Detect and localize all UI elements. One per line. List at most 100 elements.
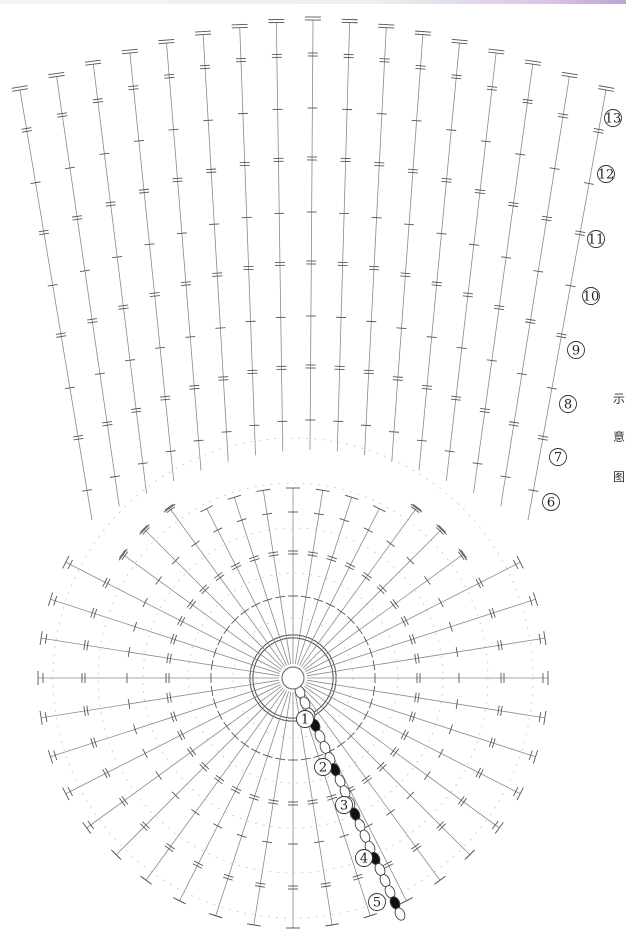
stitch-crossbar bbox=[139, 192, 149, 193]
radial-stitch-column bbox=[286, 692, 300, 928]
stitch-crossbar bbox=[369, 266, 379, 267]
funnel-stitch-column bbox=[501, 72, 578, 506]
stitch-crossbar bbox=[232, 24, 248, 25]
stitch-stem bbox=[50, 599, 279, 673]
stitch-crossbar bbox=[191, 809, 199, 815]
stitch-crossbar bbox=[212, 276, 222, 277]
stitch-crossbar bbox=[487, 86, 497, 87]
radial-stitch-column bbox=[286, 488, 300, 664]
stitch-crossbar bbox=[481, 141, 491, 142]
stitch-crossbar bbox=[400, 898, 412, 904]
stitch-stem bbox=[276, 23, 282, 452]
stitch-crossbar bbox=[93, 99, 103, 100]
stitch-stem bbox=[501, 77, 570, 507]
stitch-crossbar bbox=[412, 120, 422, 121]
stitch-crossbar bbox=[396, 328, 406, 329]
radial-stitch-column bbox=[40, 679, 279, 724]
stitch-crossbar bbox=[63, 788, 69, 800]
stitch-crossbar bbox=[356, 626, 362, 634]
stitch-crossbar bbox=[200, 68, 210, 69]
stitch-crossbar bbox=[224, 626, 230, 634]
stitch-crossbar bbox=[160, 396, 170, 397]
stitch-crossbar bbox=[138, 463, 148, 464]
stitch-crossbar bbox=[434, 876, 445, 884]
stitch-crossbar bbox=[112, 256, 122, 257]
magic-ring bbox=[282, 667, 304, 689]
stitch-crossbar bbox=[356, 722, 362, 730]
stitch-crossbar bbox=[372, 217, 382, 218]
stitch-crossbar bbox=[415, 68, 425, 69]
stitch-crossbar bbox=[105, 202, 115, 203]
stitch-crossbar bbox=[424, 772, 430, 780]
stitch-stem bbox=[307, 680, 545, 718]
stitch-crossbar bbox=[241, 741, 249, 747]
stitch-crossbar bbox=[439, 598, 444, 607]
funnel-stitch-column bbox=[417, 39, 468, 470]
stitch-crossbar bbox=[417, 440, 427, 441]
stitch-stem bbox=[41, 680, 279, 718]
stitch-crossbar bbox=[150, 293, 160, 294]
stitch-crossbar bbox=[562, 72, 578, 75]
round-number-text: 5 bbox=[373, 896, 381, 911]
stitch-crossbar bbox=[68, 560, 73, 569]
round-number-label: 11 bbox=[588, 231, 605, 248]
stitch-crossbar bbox=[364, 636, 369, 645]
stitch-stem bbox=[50, 682, 279, 756]
round-number-label: 7 bbox=[550, 449, 567, 466]
radial-stitch-column bbox=[38, 671, 279, 685]
stitch-crossbar bbox=[513, 787, 518, 796]
stitch-crossbar bbox=[416, 65, 426, 66]
stitch-crossbar bbox=[191, 541, 199, 547]
radial-stitch-column bbox=[307, 671, 548, 685]
funnel-stitch-column bbox=[333, 19, 358, 451]
stitch-crossbar bbox=[364, 373, 374, 374]
stitch-crossbar bbox=[364, 370, 374, 371]
stitch-crossbar bbox=[251, 749, 260, 754]
stitch-crossbar bbox=[48, 750, 52, 763]
stitch-crossbar bbox=[63, 556, 69, 568]
stitch-crossbar bbox=[218, 711, 223, 720]
stitch-crossbar bbox=[361, 425, 371, 426]
stitch-crossbar bbox=[475, 192, 485, 193]
stitch-crossbar bbox=[181, 285, 191, 286]
round-number-text: 9 bbox=[572, 344, 580, 359]
stitch-crossbar bbox=[139, 189, 149, 190]
stitch-crossbar bbox=[224, 722, 230, 730]
round-number-label: 12 bbox=[598, 166, 615, 183]
stitch-crossbar bbox=[155, 347, 165, 348]
stitch-crossbar bbox=[218, 377, 228, 378]
stitch-crossbar bbox=[469, 244, 479, 245]
side-label-char-2: 意 bbox=[612, 430, 626, 444]
stitch-crossbar bbox=[156, 576, 162, 584]
funnel-stitch-column bbox=[473, 60, 541, 493]
stitch-crossbar bbox=[118, 305, 128, 306]
stitch-crossbar bbox=[364, 914, 377, 918]
stitch-crossbar bbox=[445, 451, 455, 452]
stitch-crossbar bbox=[446, 130, 456, 131]
stitch-crossbar bbox=[150, 296, 160, 297]
stitch-crossbar bbox=[513, 560, 518, 569]
stitch-crossbar bbox=[189, 388, 199, 389]
stitch-crossbar bbox=[232, 27, 248, 28]
stitch-crossbar bbox=[487, 89, 497, 90]
funnel-stitch-column bbox=[12, 86, 92, 520]
stitch-crossbar bbox=[93, 102, 103, 103]
round-number-label: 3 bbox=[336, 797, 353, 814]
funnel-stitch-column bbox=[48, 72, 120, 506]
stitch-crossbar bbox=[212, 273, 222, 274]
stitch-stem bbox=[20, 90, 92, 520]
radial-stitch-column bbox=[83, 686, 282, 833]
stitch-crossbar bbox=[173, 181, 183, 182]
round-number-label: 13 bbox=[605, 110, 622, 127]
round-number-label: 2 bbox=[315, 759, 332, 776]
stitch-stem bbox=[216, 691, 289, 915]
stitch-stem bbox=[203, 35, 228, 462]
stitch-crossbar bbox=[451, 396, 461, 397]
stitch-crossbar bbox=[213, 528, 222, 533]
stitch-crossbar bbox=[131, 411, 141, 412]
stitch-crossbar bbox=[251, 603, 260, 608]
stitch-crossbar bbox=[129, 89, 139, 90]
radial-stitch-column bbox=[48, 593, 279, 674]
stitch-crossbar bbox=[533, 750, 537, 763]
